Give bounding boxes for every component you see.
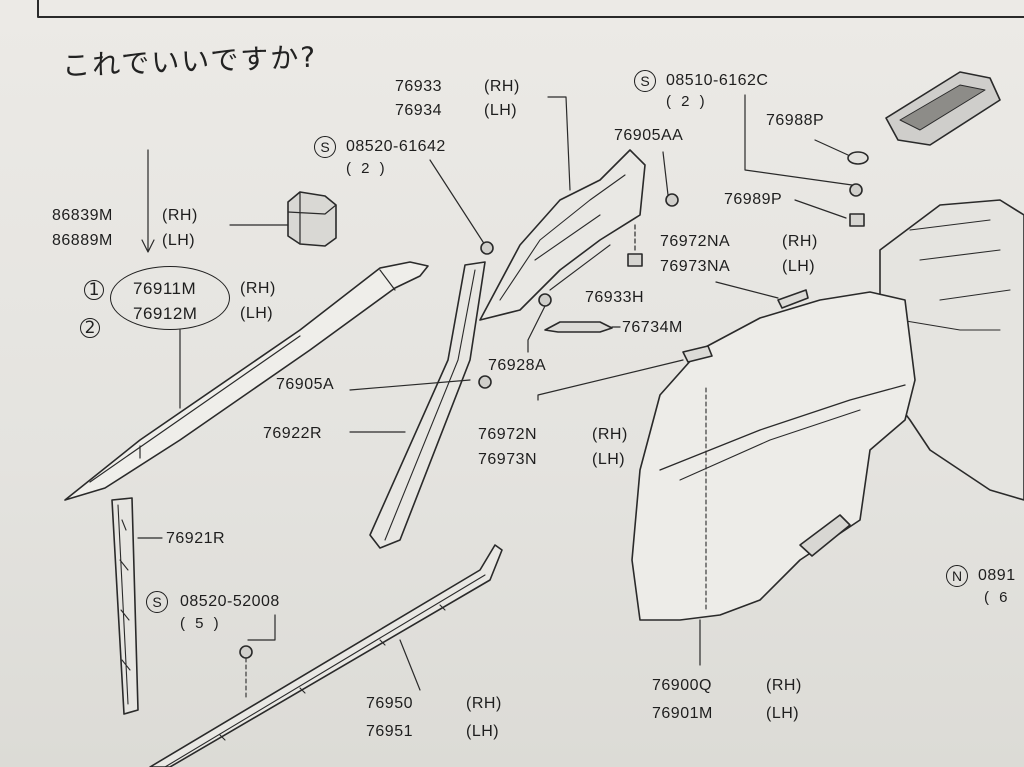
screw-08510-6162C-qty: ( 2 ): [666, 93, 708, 110]
screw-08520-52008-qty: ( 5 ): [180, 615, 222, 632]
screw-symbol-s: S: [314, 136, 336, 158]
part-76934: 76934: [395, 102, 442, 119]
hand-mark-1: 1: [84, 280, 104, 300]
quarter-panel-76900Q: [631, 291, 916, 621]
screw-08520-52008: 08520-52008: [180, 593, 280, 610]
part-76989P: 76989P: [724, 191, 783, 208]
part-86839M: 86839M: [52, 207, 113, 224]
part-76988P: 76988P: [766, 112, 825, 129]
screw-08520-61642-qty: ( 2 ): [346, 160, 388, 177]
part-76905A: 76905A: [276, 376, 335, 393]
part-76950: 76950: [366, 695, 413, 712]
part-76951: 76951: [366, 723, 413, 740]
part-76972NA-side: (RH): [782, 233, 818, 250]
nut-0891: 0891: [978, 567, 1016, 584]
part-76973NA: 76973NA: [660, 258, 731, 275]
part-76934-side: (LH): [484, 102, 518, 119]
part-76972N: 76972N: [478, 426, 538, 443]
trim-76933: [479, 149, 646, 321]
part-76928A: 76928A: [488, 357, 547, 374]
nut-0891-qty: ( 6: [984, 589, 1011, 606]
part-76921R: 76921R: [166, 530, 226, 547]
screw-08520-61642: 08520-61642: [346, 138, 446, 155]
part-76912M-side: (LH): [240, 305, 274, 322]
part-76933-side: (RH): [484, 78, 520, 95]
kick-plate-76950: [149, 544, 503, 767]
pillar-trim-shape: [64, 261, 429, 501]
part-76911M: 76911M: [133, 279, 197, 298]
part-76933H: 76933H: [585, 289, 645, 306]
part-76973NA-side: (LH): [782, 258, 816, 275]
screw-08510-6162C: 08510-6162C: [666, 72, 769, 89]
part-76973N: 76973N: [478, 451, 538, 468]
hand-circle: [110, 266, 230, 330]
part-76734M: 76734M: [622, 319, 683, 336]
part-76900Q: 76900Q: [652, 677, 712, 694]
bracket-shape: [287, 191, 337, 247]
part-76905AA: 76905AA: [614, 127, 684, 144]
part-76901M: 76901M: [652, 705, 713, 722]
pillar-76922R: [369, 261, 486, 549]
part-76972NA: 76972NA: [660, 233, 731, 250]
hand-mark-2: 2: [80, 318, 100, 338]
screw-symbol-s: S: [634, 70, 656, 92]
screw-symbol-s: S: [146, 591, 168, 613]
part-76912M: 76912M: [133, 304, 198, 323]
strip-76921R: [111, 497, 139, 715]
part-76950-side: (RH): [466, 695, 502, 712]
page-frame: [37, 0, 1024, 18]
nut-symbol-n: N: [946, 565, 968, 587]
part-76901M-side: (LH): [766, 705, 800, 722]
part-86889M: 86889M: [52, 232, 113, 249]
part-76972N-side: (RH): [592, 426, 628, 443]
part-86889M-side: (LH): [162, 232, 196, 249]
part-76900Q-side: (RH): [766, 677, 802, 694]
part-86839M-side: (RH): [162, 207, 198, 224]
part-76922R: 76922R: [263, 425, 323, 442]
part-76951-side: (LH): [466, 723, 500, 740]
part-76973N-side: (LH): [592, 451, 626, 468]
part-76911M-side: (RH): [240, 280, 276, 297]
part-76933: 76933: [395, 78, 442, 95]
